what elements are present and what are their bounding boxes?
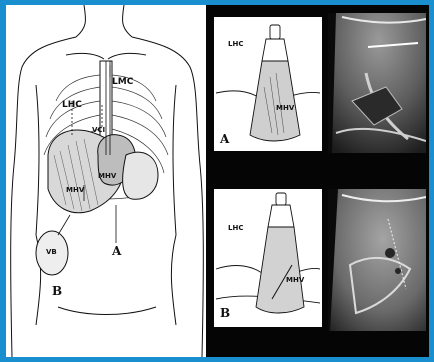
label-lhc-main: LHC <box>62 101 82 110</box>
ultrasound-probe-icon <box>214 189 322 327</box>
label-letter-b-main: B <box>52 285 62 297</box>
ultrasound-scan-b <box>328 189 426 331</box>
label-letter-a-main: A <box>112 245 121 257</box>
probe-diagram-b: LHC MHV B <box>214 189 322 327</box>
label-mhv-a: MHV <box>66 187 84 194</box>
label-letter-b-tile: B <box>220 307 230 319</box>
ultrasound-image-a <box>328 13 426 153</box>
probe-diagram-a: LHC MHV A <box>214 17 322 151</box>
label-lhc-bottom: LHC <box>228 225 243 232</box>
ultrasound-image-b <box>328 189 426 331</box>
label-sub-b: MHV <box>286 277 304 284</box>
ultrasound-scan-a <box>328 13 426 153</box>
label-lmc: LMC <box>112 78 133 87</box>
ultrasound-probe-icon <box>214 17 322 151</box>
figure-canvas: LMC LHC VCI MHV MHV VB A B <box>6 5 429 357</box>
label-lhc-top: LHC <box>228 41 243 48</box>
label-letter-a-tile: A <box>220 133 229 145</box>
torso-drawing <box>6 5 206 357</box>
label-mhv-b: MHV <box>98 173 116 180</box>
label-gallbladder: VB <box>46 249 57 256</box>
label-sub-a: MHV <box>276 105 294 112</box>
label-vci: VCI <box>92 127 105 134</box>
torso-illustration: LMC LHC VCI MHV MHV VB A B <box>6 5 206 357</box>
